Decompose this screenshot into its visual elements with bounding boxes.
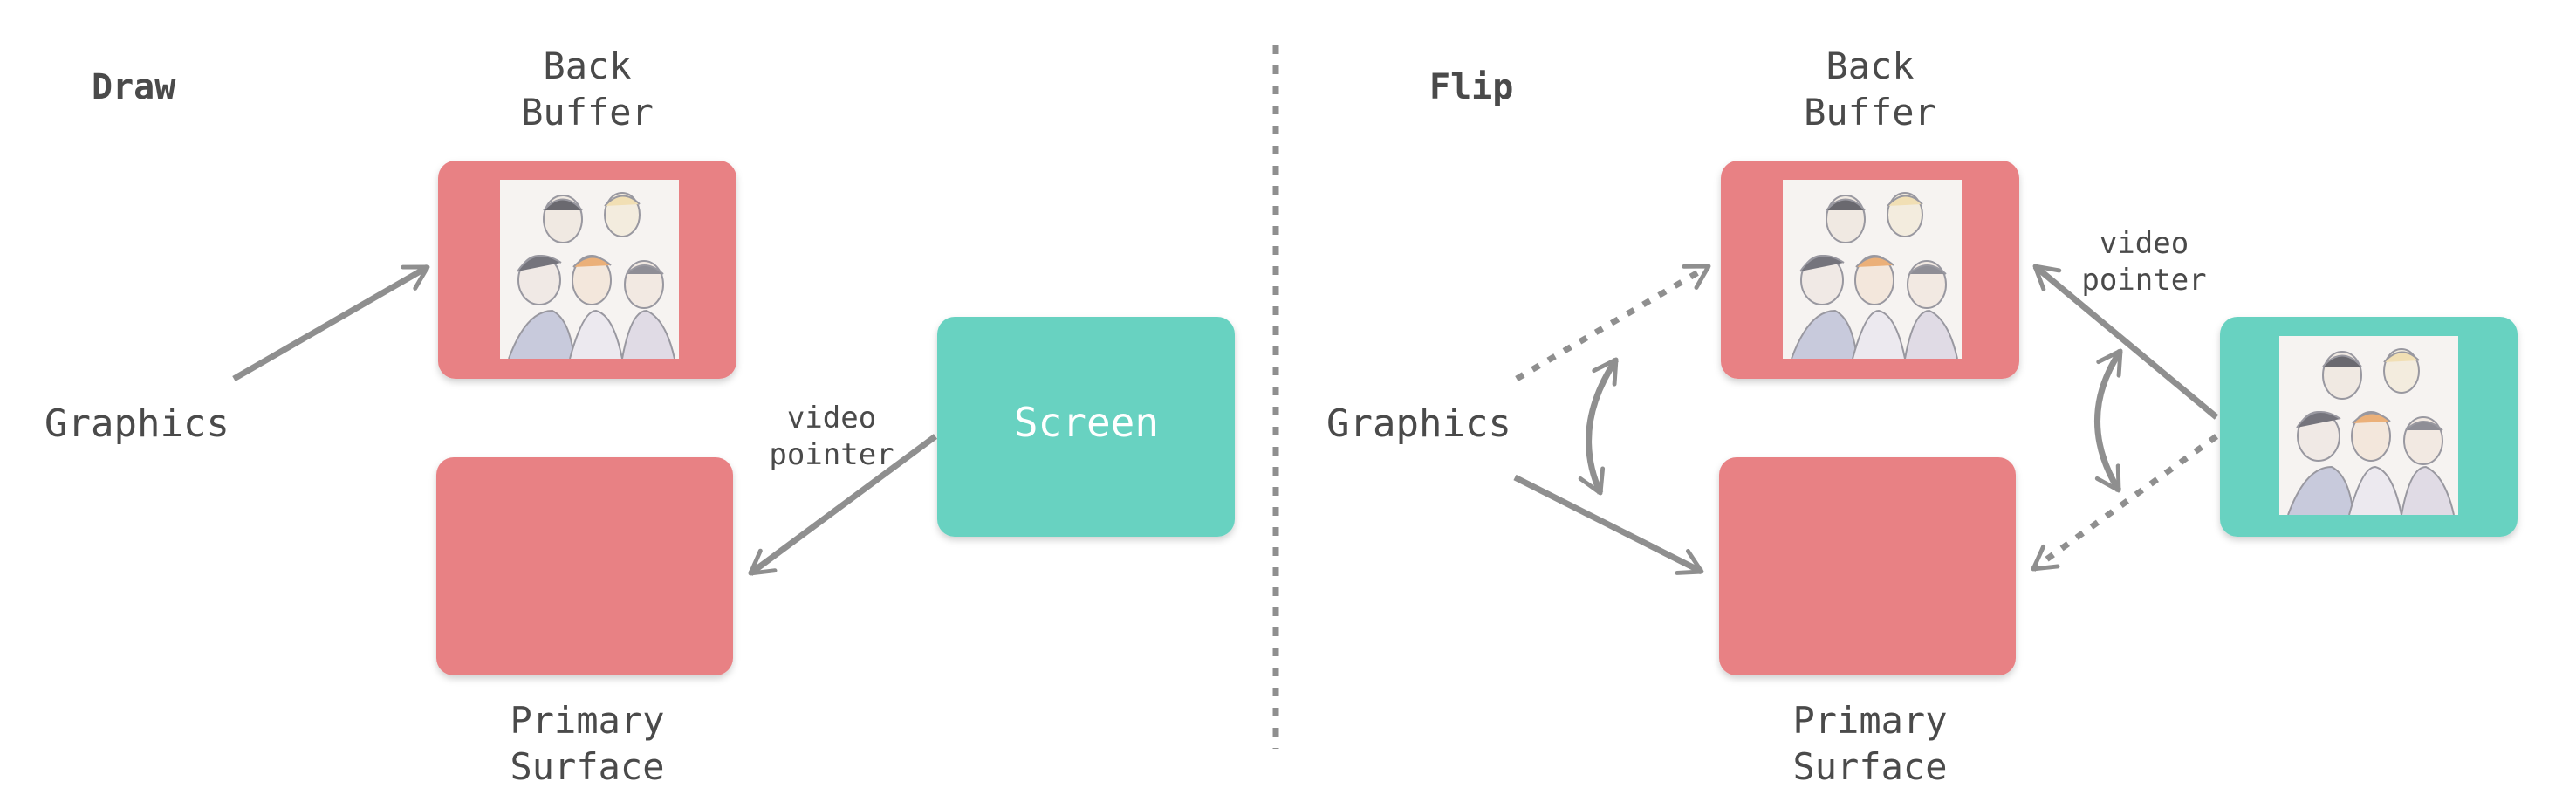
flip-primary-surface-box [1719, 457, 2016, 675]
screen-box: Screen [937, 317, 1235, 537]
graphics-to-primary-surface-arrow [1513, 474, 1704, 575]
flip-back-buffer-label-line2: Buffer [1804, 91, 1936, 134]
screen-to-primary-surface-dotted-arrow [2031, 434, 2219, 572]
character-illustration-icon [500, 180, 679, 359]
flip-graphics-label: Graphics [1326, 401, 1511, 446]
character-illustration-icon [1783, 180, 1962, 359]
video-pointer-label-line2: pointer [769, 437, 894, 472]
flip-heading: Flip [1429, 67, 1513, 107]
video-pointer-label-line1: video [787, 401, 876, 435]
screen-to-primary-surface-arrow [748, 434, 938, 576]
draw-heading: Draw [92, 67, 176, 107]
back-buffer-label-line2: Buffer [521, 91, 654, 134]
screen-label: Screen [1014, 399, 1159, 446]
graphics-to-back-buffer-arrow [232, 264, 430, 382]
flip-video-pointer-label-line2: pointer [2081, 263, 2206, 298]
graphics-to-back-buffer-dotted-arrow [1515, 263, 1711, 382]
back-buffer-label-line1: Back [543, 45, 631, 87]
swap-arrow-right [2094, 348, 2123, 493]
flip-primary-surface-label-line2: Surface [1792, 745, 1947, 788]
flip-screen-box [2220, 317, 2518, 537]
flip-video-pointer-label-line1: video [2100, 226, 2189, 261]
character-illustration-icon [2279, 336, 2458, 515]
back-buffer-box [438, 161, 736, 379]
graphics-label: Graphics [45, 401, 230, 446]
primary-surface-label-line1: Primary [510, 699, 664, 742]
swap-arrow-left [1578, 357, 1619, 496]
screen-to-back-buffer-arrow [2032, 264, 2219, 420]
flip-back-buffer-label-line1: Back [1826, 45, 1914, 87]
primary-surface-box [436, 457, 733, 675]
primary-surface-label-line2: Surface [510, 745, 664, 788]
flip-primary-surface-label-line1: Primary [1792, 699, 1947, 742]
flip-back-buffer-box [1721, 161, 2019, 379]
